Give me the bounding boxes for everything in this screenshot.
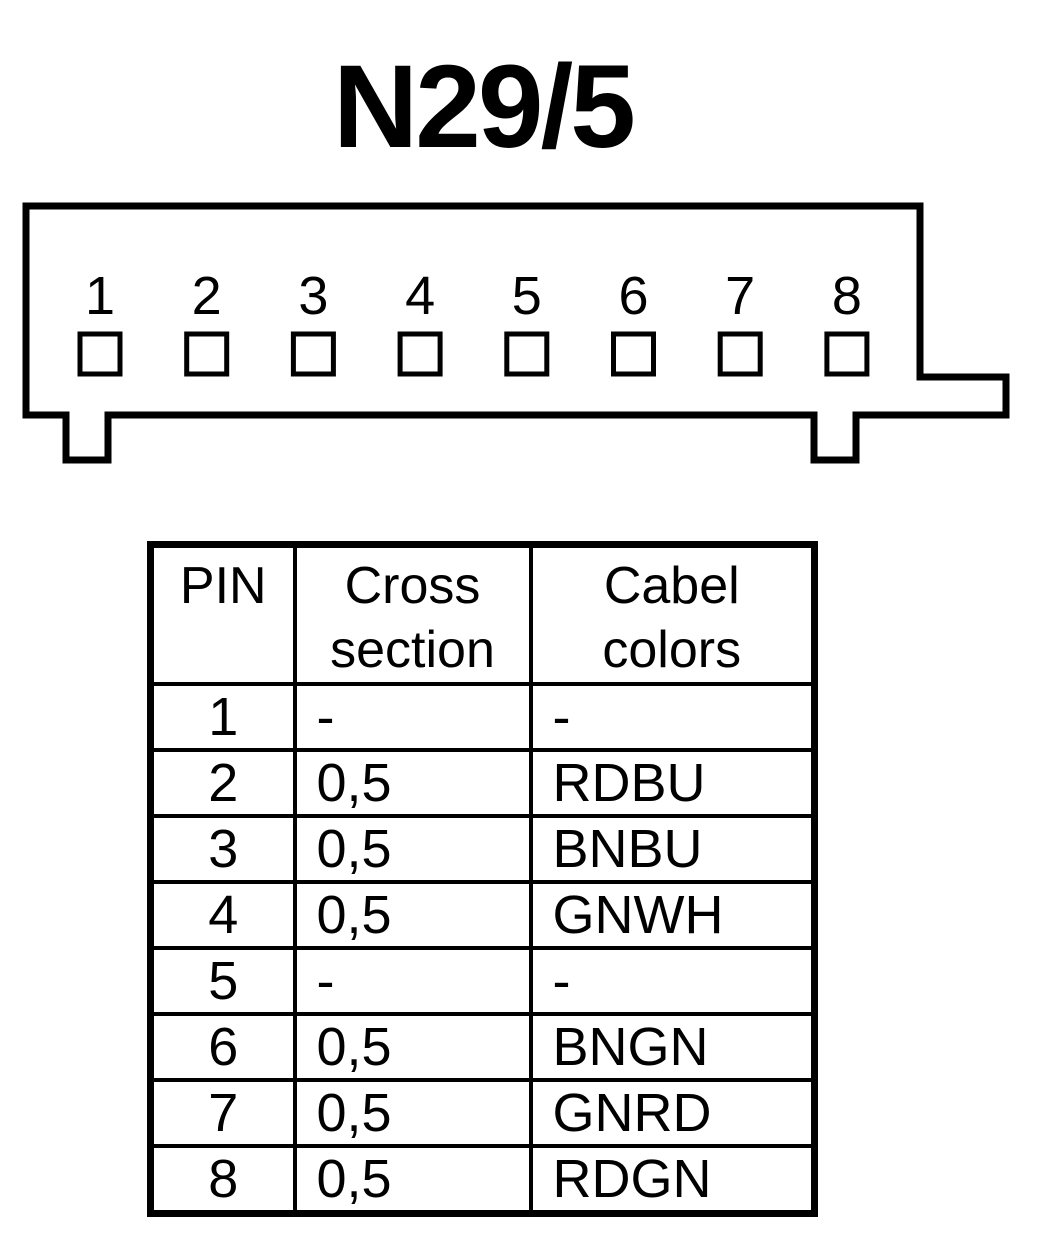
cell-cross-section: 0,5 bbox=[292, 1144, 533, 1216]
table-row: 3 0,5 BNBU bbox=[148, 814, 817, 884]
cell-pin: 8 bbox=[148, 1144, 297, 1216]
cell-cross-section: - bbox=[292, 682, 533, 752]
cell-cross-section: 0,5 bbox=[292, 748, 533, 818]
cell-cross-section: 0,5 bbox=[292, 1012, 533, 1082]
pin-label-2: 2 bbox=[192, 266, 222, 326]
header-cable-colors: Cabel colors bbox=[528, 542, 817, 686]
pin-label-4: 4 bbox=[405, 266, 435, 326]
pin-socket-1 bbox=[77, 331, 123, 377]
pin-label-5: 5 bbox=[512, 266, 542, 326]
cell-cross-section: 0,5 bbox=[292, 880, 533, 950]
cell-cable-color: BNGN bbox=[528, 1012, 817, 1082]
table-row: 2 0,5 RDBU bbox=[148, 748, 817, 818]
pin-socket-2 bbox=[184, 331, 230, 377]
table-header-row: PIN Cross section Cabel colors bbox=[148, 542, 817, 686]
cell-pin: 5 bbox=[148, 946, 297, 1016]
table-row: 7 0,5 GNRD bbox=[148, 1078, 817, 1148]
header-cross-section-line-1: Cross bbox=[344, 557, 481, 615]
header-cross-section-line-2: section bbox=[330, 621, 495, 679]
connector-title: N29/5 bbox=[333, 41, 636, 173]
cell-cross-section: 0,5 bbox=[292, 814, 533, 884]
connector-diagram: 1 2 3 4 5 6 7 8 bbox=[22, 202, 1010, 464]
header-pin: PIN bbox=[148, 542, 297, 686]
cell-cable-color: RDGN bbox=[528, 1144, 817, 1216]
pin-socket-6 bbox=[611, 331, 656, 377]
pin-label-3: 3 bbox=[298, 266, 328, 326]
header-cable-colors-line-2: colors bbox=[602, 621, 742, 679]
pin-label-8: 8 bbox=[832, 266, 862, 326]
cell-cross-section: - bbox=[292, 946, 533, 1016]
connector-housing-outline bbox=[22, 202, 1010, 464]
table-row: 4 0,5 GNWH bbox=[148, 880, 817, 950]
header-cable-colors-line-1: Cabel bbox=[603, 557, 740, 615]
cell-pin: 3 bbox=[148, 814, 297, 884]
pin-label-6: 6 bbox=[618, 266, 648, 326]
table-row: 5 - - bbox=[148, 946, 817, 1016]
cell-cable-color: GNWH bbox=[528, 880, 817, 950]
table-row: 6 0,5 BNGN bbox=[148, 1012, 817, 1082]
pin-socket-3 bbox=[290, 331, 336, 377]
pin-socket-5 bbox=[504, 331, 550, 377]
cell-pin: 7 bbox=[148, 1078, 297, 1148]
cell-pin: 2 bbox=[148, 748, 297, 818]
pin-socket-4 bbox=[397, 331, 443, 377]
pin-group: 1 2 3 4 5 6 7 8 bbox=[77, 266, 870, 377]
cell-cable-color: BNBU bbox=[528, 814, 817, 884]
cell-pin: 4 bbox=[148, 880, 297, 950]
cell-pin: 6 bbox=[148, 1012, 297, 1082]
pin-assignment-table: PIN Cross section Cabel colors 1 - - 2 0… bbox=[147, 541, 818, 1217]
header-cross-section: Cross section bbox=[292, 542, 533, 686]
cell-cable-color: - bbox=[528, 682, 817, 752]
table-row: 8 0,5 RDGN bbox=[148, 1144, 817, 1216]
cell-cross-section: 0,5 bbox=[292, 1078, 533, 1148]
cell-cable-color: - bbox=[528, 946, 817, 1016]
pin-socket-8 bbox=[824, 331, 870, 377]
cell-cable-color: GNRD bbox=[528, 1078, 817, 1148]
pin-label-1: 1 bbox=[85, 266, 115, 326]
cell-cable-color: RDBU bbox=[528, 748, 817, 818]
table-row: 1 - - bbox=[148, 682, 817, 752]
pin-socket-7 bbox=[717, 331, 763, 377]
pin-label-7: 7 bbox=[725, 266, 755, 326]
cell-pin: 1 bbox=[148, 682, 297, 752]
